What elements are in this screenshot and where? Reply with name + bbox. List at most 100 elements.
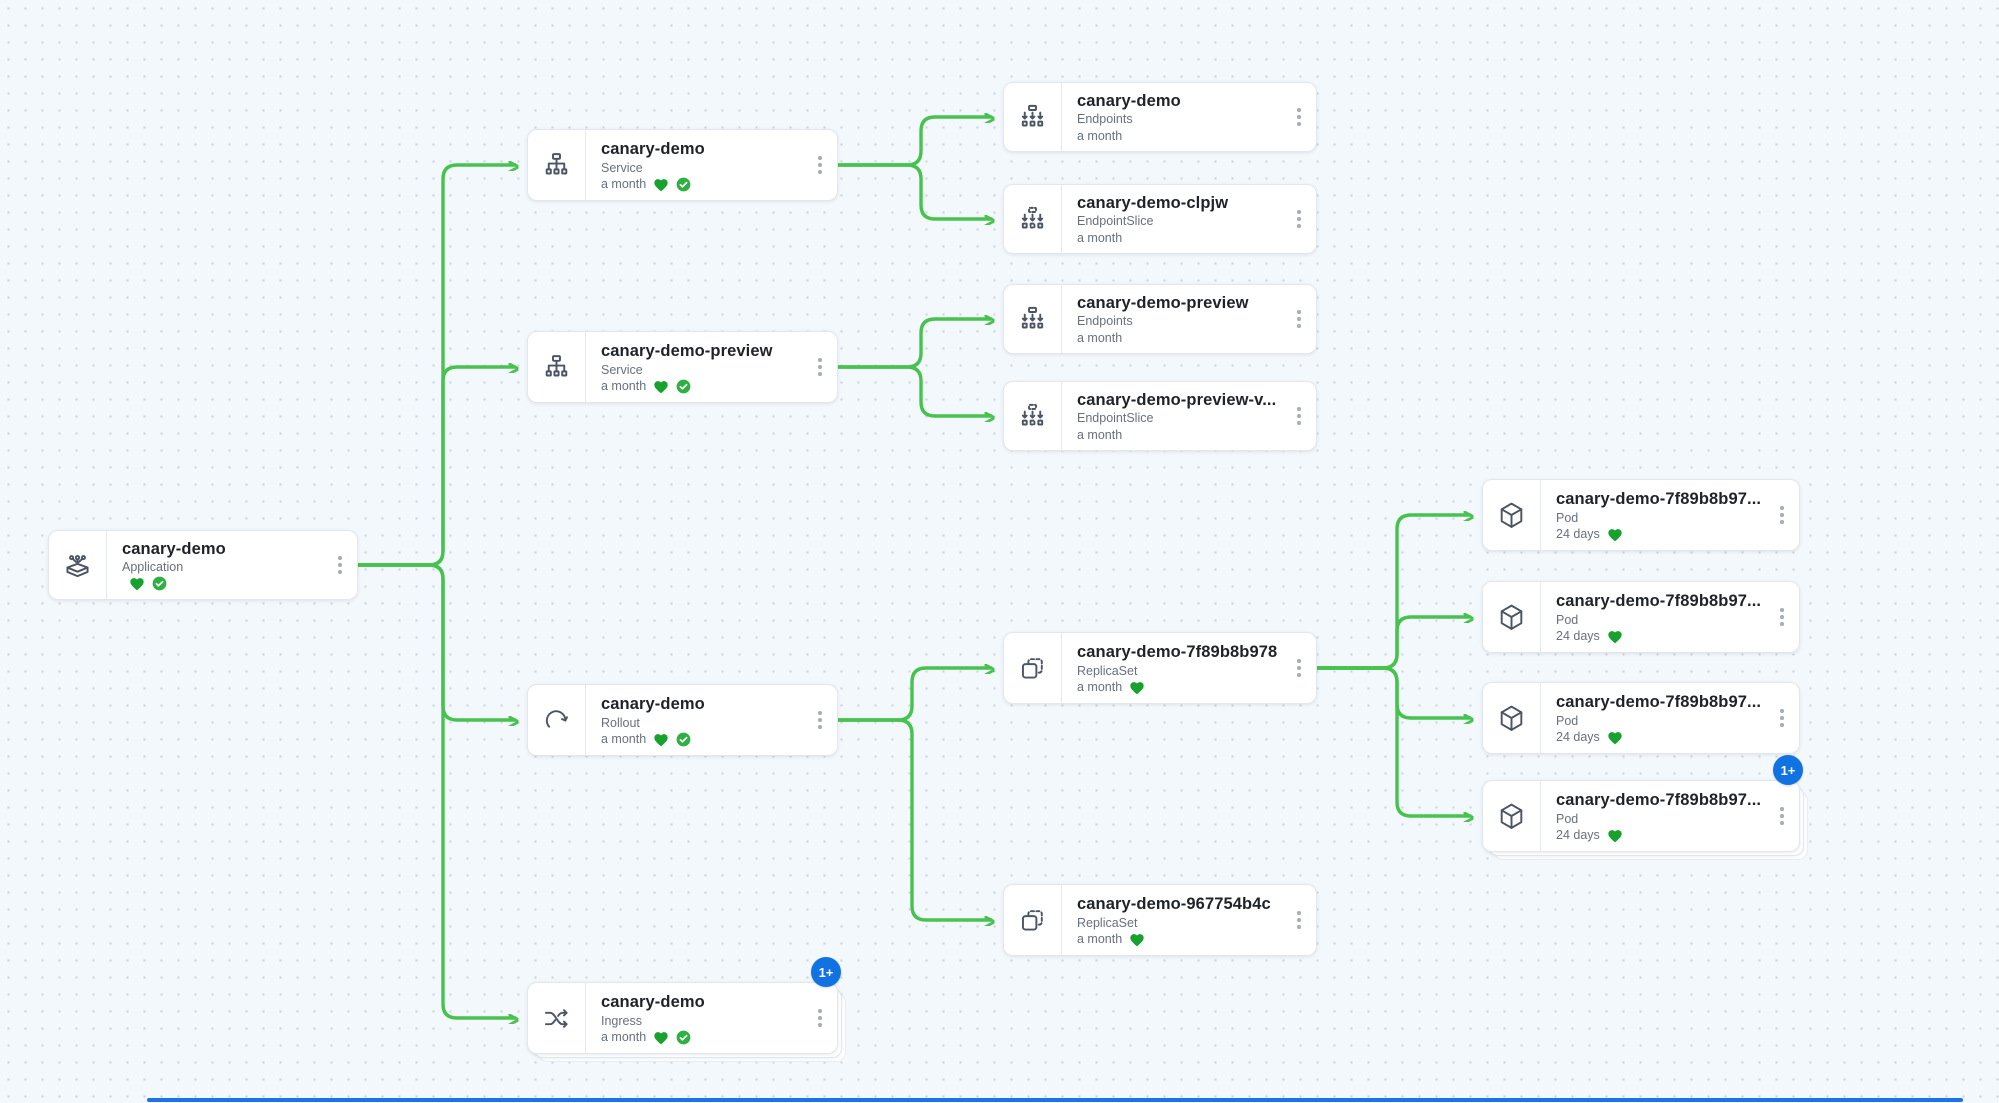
health-heart-icon [1607, 629, 1623, 644]
resource-node-ep1[interactable]: canary-demo Endpoints a month [1003, 82, 1317, 152]
health-heart-icon [1129, 932, 1145, 947]
resource-node-svc1[interactable]: canary-demo Service a month [527, 129, 838, 201]
resource-kind: EndpointSlice [1077, 214, 1154, 228]
ingress-icon [528, 983, 585, 1053]
resource-age: 24 days [1556, 629, 1600, 643]
resource-kind: Application [122, 560, 184, 574]
node-menu-button[interactable] [1765, 683, 1799, 753]
resource-kind: Endpoints [1077, 314, 1133, 328]
health-heart-icon [1607, 730, 1623, 745]
resource-node-svc2[interactable]: canary-demo-preview Service a month [527, 331, 838, 403]
health-heart-icon [129, 576, 145, 591]
sync-check-icon [152, 576, 167, 591]
node-menu-button[interactable] [1765, 781, 1799, 851]
resource-kind: ReplicaSet [1077, 663, 1138, 678]
resource-age: 24 days [1556, 730, 1600, 744]
resource-node-eps1[interactable]: canary-demo-clpjw EndpointSlice a month [1003, 184, 1317, 254]
service-icon [528, 130, 585, 200]
edge-svc1-ep1 [836, 117, 991, 167]
resource-kind: Ingress [601, 1013, 642, 1028]
edge-app-svc1 [356, 165, 515, 567]
node-menu-button[interactable] [803, 130, 837, 200]
node-menu-button[interactable] [803, 983, 837, 1053]
resource-name: canary-demo-7f89b8b97... [1556, 489, 1761, 508]
endpoints-icon [1004, 285, 1061, 353]
resource-age: a month [1077, 128, 1123, 143]
resource-name: canary-demo [601, 139, 705, 158]
edge-rs1-pod2 [1315, 617, 1470, 670]
resource-name: canary-demo-7f89b8b97... [1556, 790, 1761, 809]
resource-age: a month [1077, 932, 1123, 946]
resource-name: canary-demo-clpjw [1077, 194, 1229, 212]
resource-node-rs1[interactable]: canary-demo-7f89b8b978 ReplicaSet a mont… [1003, 632, 1317, 704]
replicaset-icon [1004, 633, 1061, 703]
resource-node-rollout[interactable]: canary-demo Rollout a month [527, 684, 838, 756]
health-heart-icon [653, 379, 669, 394]
edge-svc1-eps1 [836, 163, 991, 219]
resource-age: a month [601, 379, 647, 393]
resource-kind: Endpoints [1077, 112, 1133, 126]
node-menu-button[interactable] [1282, 185, 1316, 253]
resource-name: canary-demo-preview [1077, 294, 1249, 312]
sync-check-icon [676, 1030, 691, 1045]
resource-age: a month [601, 1030, 647, 1044]
resource-kind: Pod [1556, 612, 1579, 627]
pod-icon [1483, 480, 1540, 550]
resource-name: canary-demo-7f89b8b978 [1077, 642, 1278, 661]
health-heart-icon [1607, 828, 1623, 843]
pod-icon [1483, 582, 1540, 652]
edge-app-svc2 [356, 367, 515, 567]
edge-rs1-pod4 [1315, 666, 1470, 816]
resource-node-pod3[interactable]: canary-demo-7f89b8b97... Pod 24 days [1482, 682, 1800, 754]
node-menu-button[interactable] [1282, 83, 1316, 151]
node-menu-button[interactable] [1765, 582, 1799, 652]
resource-name: canary-demo [601, 992, 705, 1011]
edge-rollout-rs1 [836, 668, 991, 722]
resource-node-pod4[interactable]: 1+ canary-demo-7f89b8b97... Pod 24 days [1482, 755, 1808, 860]
resource-kind: EndpointSlice [1077, 411, 1154, 425]
node-menu-button[interactable] [1282, 885, 1316, 955]
resource-name: canary-demo [122, 540, 226, 558]
resource-node-pod1[interactable]: canary-demo-7f89b8b97... Pod 24 days [1482, 479, 1800, 551]
resource-age: a month [1077, 230, 1123, 245]
node-menu-button[interactable] [803, 685, 837, 755]
node-menu-button[interactable] [1765, 480, 1799, 550]
resource-kind: ReplicaSet [1077, 915, 1138, 930]
resource-kind: Pod [1556, 713, 1579, 728]
rollout-icon [528, 685, 585, 755]
node-menu-button[interactable] [1282, 633, 1316, 703]
resource-name: canary-demo-7f89b8b97... [1556, 692, 1761, 711]
health-heart-icon [653, 177, 669, 192]
resource-node-app[interactable]: canary-demo Application [48, 530, 358, 600]
resource-kind: Pod [1556, 811, 1579, 826]
resource-age: 24 days [1556, 527, 1600, 541]
resource-name: canary-demo [1077, 92, 1181, 110]
edge-app-rollout [356, 563, 515, 720]
health-heart-icon [653, 1030, 669, 1045]
collapsed-count-badge[interactable]: 1+ [1773, 755, 1803, 785]
resource-node-ingress[interactable]: 1+ canary-demo Ingress a month [527, 957, 846, 1062]
health-heart-icon [1607, 527, 1623, 542]
horizontal-scrollbar[interactable] [147, 1098, 1963, 1102]
edge-rollout-rs2 [836, 718, 991, 920]
edge-svc2-eps2 [836, 365, 991, 416]
resource-node-ep2[interactable]: canary-demo-preview Endpoints a month [1003, 284, 1317, 354]
resource-kind: Service [601, 362, 643, 377]
resource-age: a month [1077, 427, 1123, 442]
resource-age: a month [1077, 330, 1123, 345]
node-menu-button[interactable] [1282, 382, 1316, 450]
sync-check-icon [676, 177, 691, 192]
resource-age: a month [601, 177, 647, 191]
node-menu-button[interactable] [803, 332, 837, 402]
node-menu-button[interactable] [1282, 285, 1316, 353]
edge-rs1-pod1 [1315, 515, 1470, 670]
resource-node-eps2[interactable]: canary-demo-preview-v... EndpointSlice a… [1003, 381, 1317, 451]
node-menu-button[interactable] [323, 531, 357, 599]
resource-node-pod2[interactable]: canary-demo-7f89b8b97... Pod 24 days [1482, 581, 1800, 653]
resource-name: canary-demo-7f89b8b97... [1556, 591, 1761, 610]
resource-node-rs2[interactable]: canary-demo-967754b4c ReplicaSet a month [1003, 884, 1317, 956]
collapsed-count-badge[interactable]: 1+ [811, 957, 841, 987]
edge-rs1-pod3 [1315, 666, 1470, 718]
sync-check-icon [676, 732, 691, 747]
service-icon [528, 332, 585, 402]
